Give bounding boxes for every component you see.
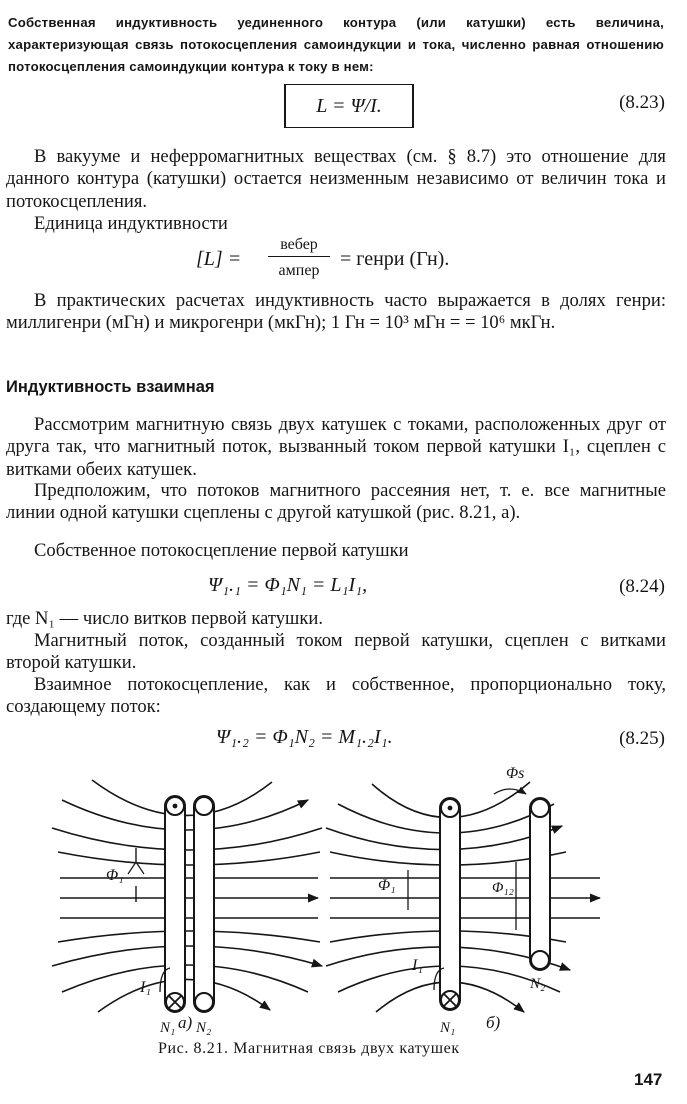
figure-a-tag: а) (178, 1013, 193, 1032)
figure-a-coil-1 (164, 795, 186, 1013)
paragraph-where: где N₁ — число витков первой катушки. (6, 608, 324, 629)
figure-b-tag: б) (486, 1013, 501, 1032)
equation-8-25: Ψ₁.₂ = Φ₁N₂ = M₁.₂I₁. (216, 726, 393, 748)
figure-a-coil-2 (193, 795, 215, 1013)
paragraph-vacuum: В вакууме и неферромагнитных веществах (… (6, 146, 666, 212)
figure-b-coil-1 (439, 797, 461, 1011)
figure-b-phi-label: Φ₁ (378, 877, 396, 894)
unit-formula-lhs: [L] = (196, 248, 242, 270)
page-number: 147 (634, 1070, 663, 1089)
figure-b-phis-label: Φs (506, 765, 524, 782)
figure-a-n2-label: N₂ (195, 1020, 211, 1036)
figure-b (325, 781, 602, 1013)
figure-a-field-lines (51, 779, 324, 1013)
paragraph-mutual: Взаимное потокосцепление, как и собствен… (6, 674, 666, 718)
figure-caption: Рис. 8.21. Магнитная связь двух катушек (158, 1040, 460, 1057)
paragraph-own-linkage: Собственное потокосцепление первой катуш… (34, 540, 409, 561)
figure-b-n1-label: N₁ (439, 1020, 455, 1036)
unit-formula-denominator: ампер (278, 262, 320, 279)
paragraph-practical: В практических расчетах индуктивность ча… (6, 290, 666, 334)
definition-paragraph: Собственная индуктивность уединенного ко… (8, 15, 664, 74)
paragraph-consider: Рассмотрим магнитную связь двух катушек … (6, 414, 666, 480)
figure-a (51, 779, 324, 1013)
equation-8-23-box: L = Ψ/I. (284, 84, 414, 128)
equation-number-8-24: (8.24) (619, 576, 665, 597)
paragraph-suppose: Предположим, что потоков магнитного расс… (6, 480, 666, 524)
unit-formula-numerator: вебер (268, 236, 330, 257)
figure-b-current-label: I₁ (411, 957, 423, 974)
figure-b-n2-label: N₂ (529, 976, 545, 992)
figure-b-coil-2 (529, 797, 551, 971)
paragraph-flux: Магнитный поток, созданный током первой … (6, 630, 666, 674)
unit-title: Единица индуктивности (34, 213, 228, 234)
figure-a-n1-label: N₁ (159, 1020, 175, 1036)
equation-8-24: Ψ₁.₁ = Φ₁N₁ = L₁I₁, (208, 574, 368, 596)
section-heading: Индуктивность взаимная (6, 378, 215, 396)
equation-number-8-23: (8.23) (619, 92, 665, 113)
unit-formula-rhs: = генри (Гн). (340, 248, 450, 270)
equation-8-23: L = Ψ/I. (316, 94, 382, 117)
figure-a-current-label: I₁ (139, 979, 151, 996)
figure-a-phi-label: Φ₁ (106, 867, 124, 884)
figure-b-phi12-label: Φ₁₂ (492, 880, 514, 896)
figure-b-field-lines (325, 781, 602, 1013)
equation-number-8-25: (8.25) (619, 728, 665, 749)
figure-two-coils: Φ₁ I₁ N₁ N₂ (51, 765, 602, 1036)
